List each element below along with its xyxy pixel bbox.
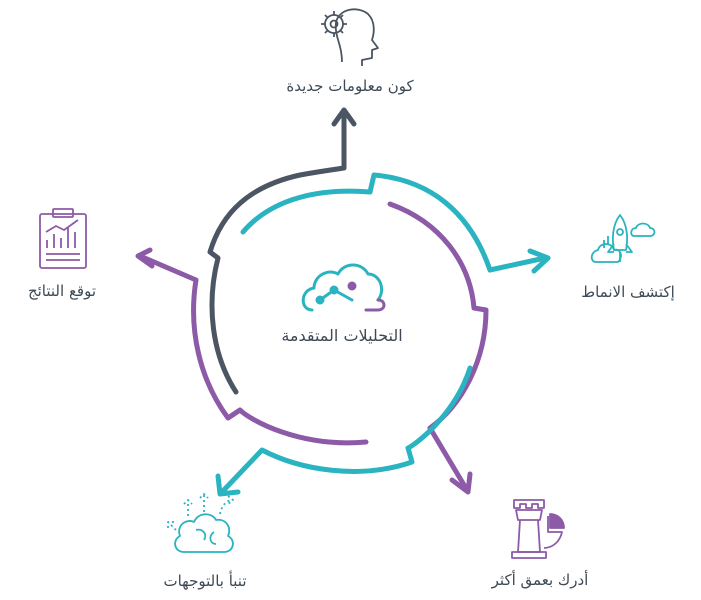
stage-label-deeper-understanding: أدرك بعمق أكثر [491,570,589,589]
right-arrowhead [527,248,551,274]
bottom-left-arrowhead [215,473,241,497]
cloud-analytics-icon [301,263,386,312]
stage-label-new-insights: كون معلومات جديدة [286,77,414,95]
report-chart-icon [39,208,87,269]
stage-label-predict-trends: تنبأ بالتوجهات [163,570,246,590]
rocket-cloud-icon [590,214,656,263]
top-arrowhead [331,107,357,127]
center-label: التحليلات المتقدمة [281,326,402,345]
ring-segment-teal-upper [240,172,548,273]
stage-label-anticipate-results: توقع النتائج [28,282,96,300]
brain-arrows-icon [167,493,234,553]
ring-segment-purple-right [387,201,489,493]
cycle-ring [135,107,551,497]
bottom-right-arrowhead [449,471,473,495]
chess-rook-pie-icon [511,499,565,559]
ring-segment-slate [207,109,347,395]
ring-segment-teal-lower [219,365,473,495]
left-arrowhead [135,247,155,269]
ring-segment-purple-left [137,253,369,446]
head-gear-icon [321,8,379,66]
stage-label-discover-patterns: إكتشف الانماط [581,283,675,301]
